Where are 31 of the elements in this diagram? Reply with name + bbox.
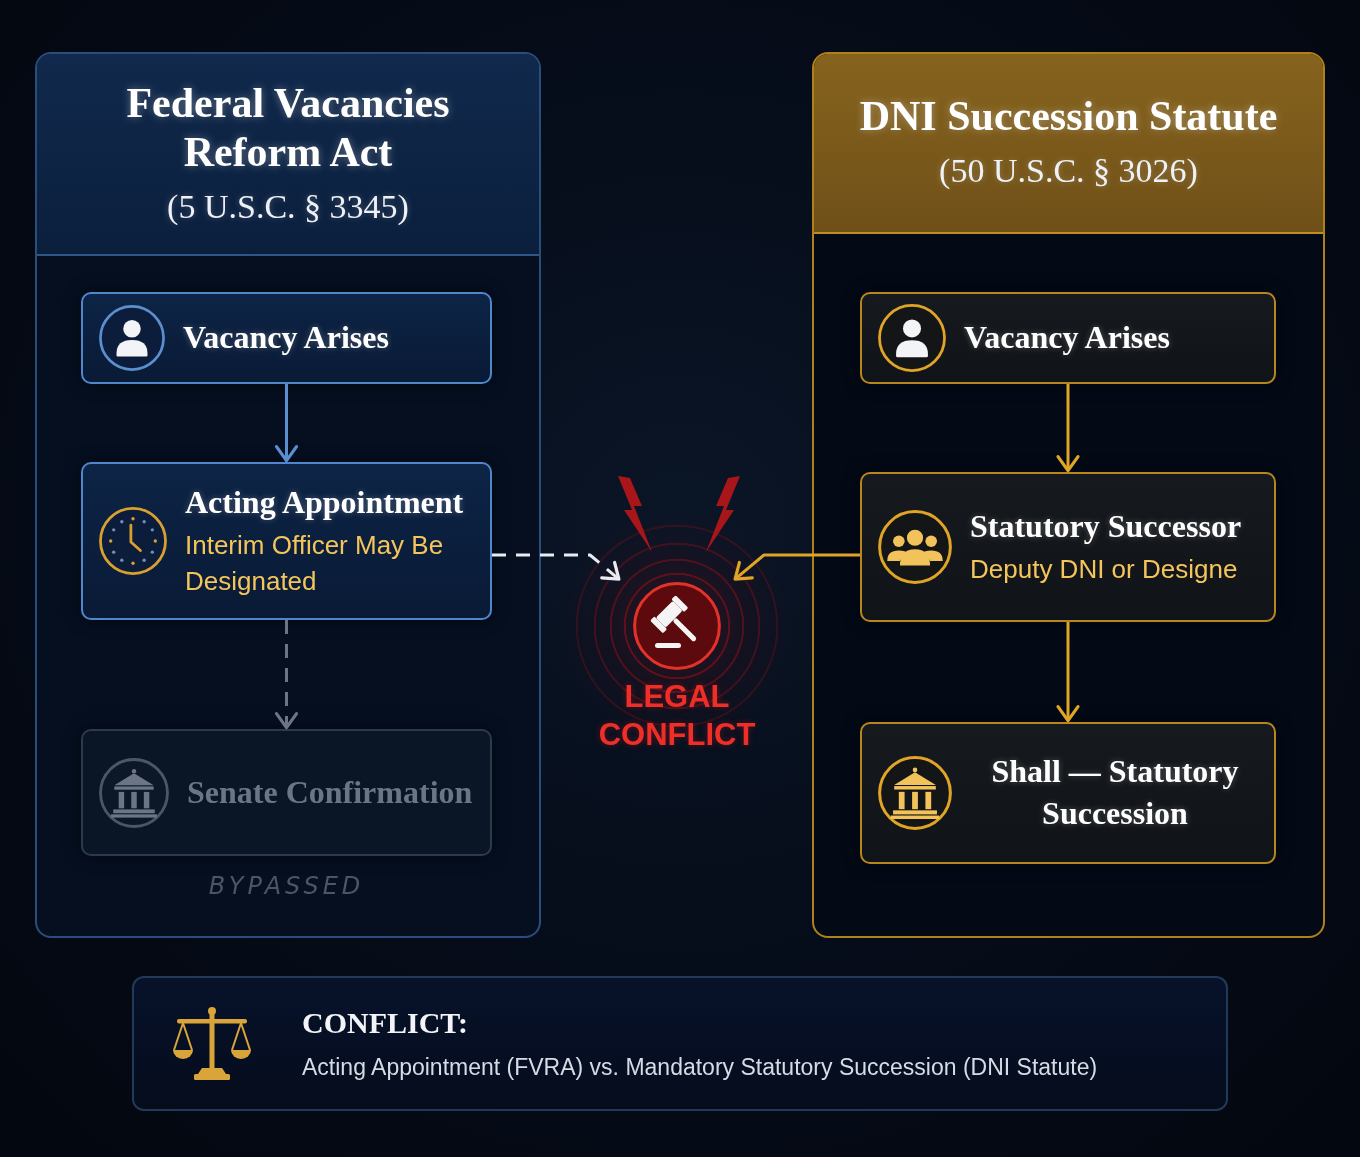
dashed-arrow xyxy=(492,553,621,581)
step-title: Vacancy Arises xyxy=(183,318,389,358)
arrow xyxy=(274,384,299,463)
process-box xyxy=(81,462,492,620)
arrow xyxy=(1056,622,1080,723)
summary-box xyxy=(132,976,1228,1111)
summary-text: Acting Appointment (FVRA) vs. Mandatory Statutory Succession (DNI Statute) xyxy=(302,1052,1098,1082)
statute-panel xyxy=(812,52,1325,938)
step-title: Statutory Successor xyxy=(970,507,1242,547)
panel-title: Federal Vacancies Reform Act xyxy=(125,78,451,177)
process-box xyxy=(860,722,1276,864)
step-detail: Deputy DNI or Designe xyxy=(970,552,1238,586)
panel-title: DNI Succession Statute xyxy=(859,92,1278,142)
citation-text: (5 U.S.C. § 3345) xyxy=(167,187,409,228)
step-title: Acting Appointment xyxy=(185,483,464,523)
citation-text: (50 U.S.C. § 3026) xyxy=(939,151,1198,192)
conflict-label: LEGAL CONFLICT xyxy=(597,678,757,754)
process-box xyxy=(81,729,492,856)
process-box xyxy=(860,472,1276,622)
arrow xyxy=(733,553,860,581)
step-title: Senate Confirmation xyxy=(187,772,473,812)
step-detail: Interim Officer May Be Designated xyxy=(185,528,445,598)
dashed-arrow xyxy=(274,620,299,730)
status-label: BYPASSED xyxy=(207,872,366,901)
arrow xyxy=(1056,384,1080,473)
process-box xyxy=(81,292,492,384)
statute-panel xyxy=(35,52,541,938)
step-title: Shall — Statutory Succession xyxy=(990,752,1240,833)
process-box xyxy=(860,292,1276,384)
summary-title: CONFLICT: xyxy=(302,1004,469,1041)
step-title: Vacancy Arises xyxy=(964,318,1170,358)
